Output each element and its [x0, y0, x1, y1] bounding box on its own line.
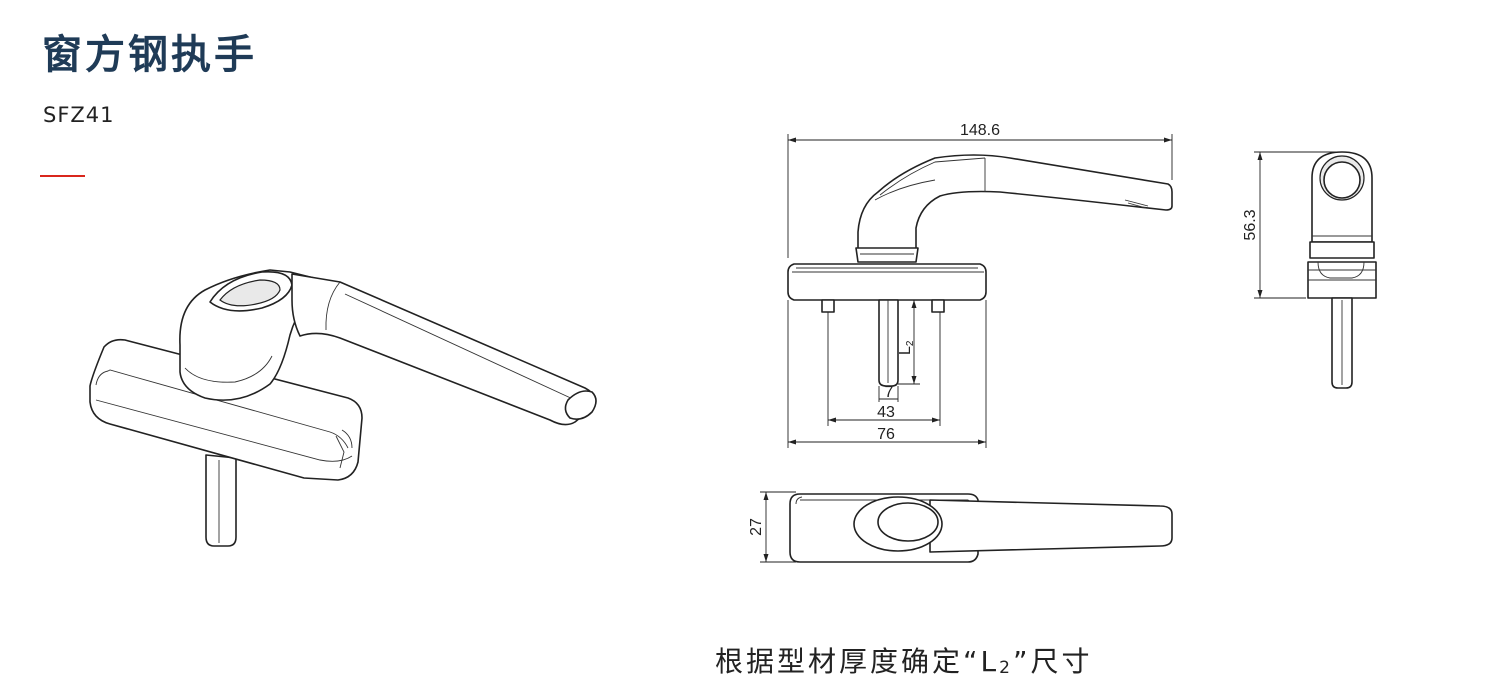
dim-depth: 27	[748, 518, 765, 536]
dim-variable-l: L	[897, 346, 914, 355]
note-var: L	[980, 645, 1000, 678]
top-view: 27	[748, 491, 1173, 563]
accent-line	[40, 175, 85, 177]
dim-variable-sub: 2	[905, 340, 916, 346]
l2-note: 根据型材厚度确定“L2”尺寸	[715, 640, 1092, 680]
dim-spindle-width: 7	[885, 384, 894, 401]
note-prefix: 根据型材厚度确定“	[715, 645, 981, 678]
dim-mount-spacing: 43	[877, 404, 895, 421]
note-suffix: ”尺寸	[1012, 645, 1093, 678]
dim-height: 56.3	[1242, 209, 1259, 240]
handle-perspective-view	[89, 269, 597, 547]
page-title: 窗方钢执手	[42, 32, 257, 78]
model-number: SFZ41	[43, 103, 115, 127]
svg-text:L2: L2	[897, 340, 916, 355]
front-elevation-view: 148.6 L2 7 43 76	[787, 122, 1173, 448]
dim-base-length: 76	[877, 426, 895, 443]
note-sub: 2	[999, 658, 1013, 678]
side-elevation-view: 56.3	[1242, 151, 1377, 389]
dim-overall-length: 148.6	[960, 122, 1000, 139]
